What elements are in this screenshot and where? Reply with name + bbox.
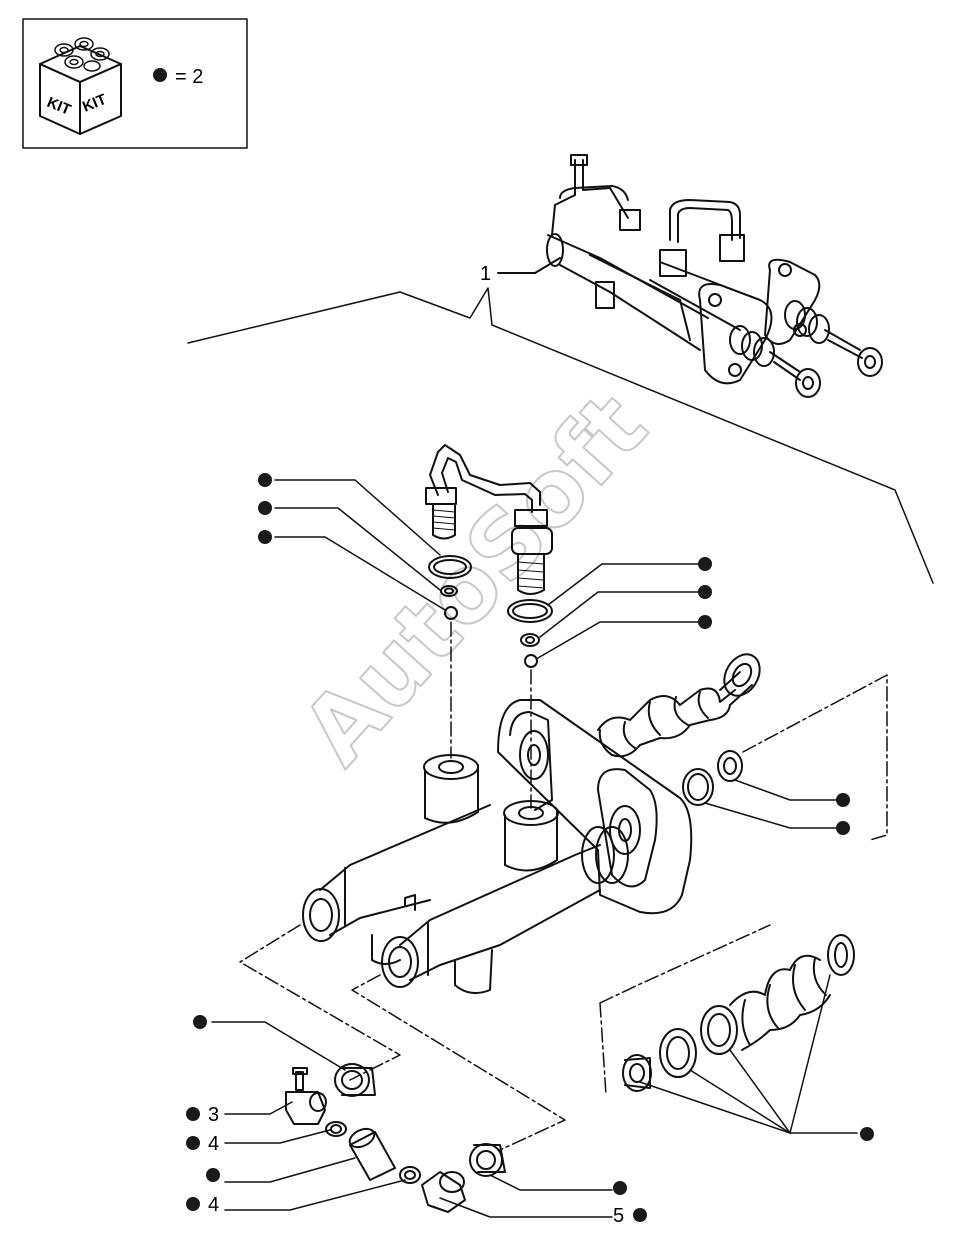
- kit-legend: KIT KIT = 2: [22, 18, 248, 149]
- leaders-left-seals: [274, 479, 446, 611]
- bullet-seal-kit: [860, 1127, 874, 1141]
- bullet-seal-3: [258, 530, 272, 544]
- seal-washers-right: [507, 599, 553, 668]
- bullet-washer-1: [836, 793, 850, 807]
- leaders-lower-left: [211, 1021, 613, 1218]
- legend-equation: = 2: [175, 66, 203, 88]
- bullet-sleeve: [206, 1168, 220, 1182]
- brake-pipe: [425, 444, 553, 595]
- callout-label-5: 5: [613, 1205, 624, 1227]
- dashed-line-lower-left: [239, 924, 401, 1081]
- dashed-line-lower-right: [599, 924, 771, 1004]
- lower-left-parts: [285, 1063, 506, 1213]
- washers-right: [682, 750, 743, 806]
- assembly-bracket: [187, 287, 934, 584]
- bullet-item-5: [633, 1208, 647, 1222]
- bullet-adapter-right: [613, 1181, 627, 1195]
- callout-label-1: 1: [480, 263, 491, 285]
- leaders-right-seals: [537, 563, 701, 659]
- kit-label-right: KIT: [80, 91, 109, 116]
- kit-bullets: [186, 473, 874, 1222]
- bullet-item-3: [186, 1107, 200, 1121]
- bullet-seal-6: [698, 615, 712, 629]
- seal-kit-lower-right: [622, 934, 855, 1092]
- bullet-washer-2: [836, 821, 850, 835]
- bullet-item-4-lower: [186, 1197, 200, 1211]
- callout-label-4-lower: 4: [208, 1194, 219, 1216]
- bullet-seal-4: [698, 557, 712, 571]
- kit-box-icon: KIT KIT: [39, 37, 122, 135]
- watermark: AutoSoft: [282, 373, 668, 784]
- kit-label-left: KIT: [45, 94, 74, 119]
- callout-label-4-upper: 4: [208, 1133, 219, 1155]
- bullet-seal-1: [258, 473, 272, 487]
- master-cylinder-body: [302, 699, 693, 995]
- callout-label-3: 3: [208, 1104, 219, 1126]
- bullet-seal-2: [258, 501, 272, 515]
- bullet-seal-5: [698, 585, 712, 599]
- leaders-lower-right: [639, 974, 858, 1134]
- seal-washers-left: [428, 555, 472, 620]
- push-rod-boot: [597, 653, 761, 758]
- master-cylinder-assembly: [546, 154, 883, 398]
- leaders-right-washers: [704, 779, 839, 829]
- bullet-adapter: [193, 1015, 207, 1029]
- dashed-line-lower-center: [351, 974, 566, 1151]
- bullet-item-4-upper: [186, 1136, 200, 1150]
- legend-bullet: [153, 68, 167, 82]
- dashed-box-right: [742, 674, 888, 841]
